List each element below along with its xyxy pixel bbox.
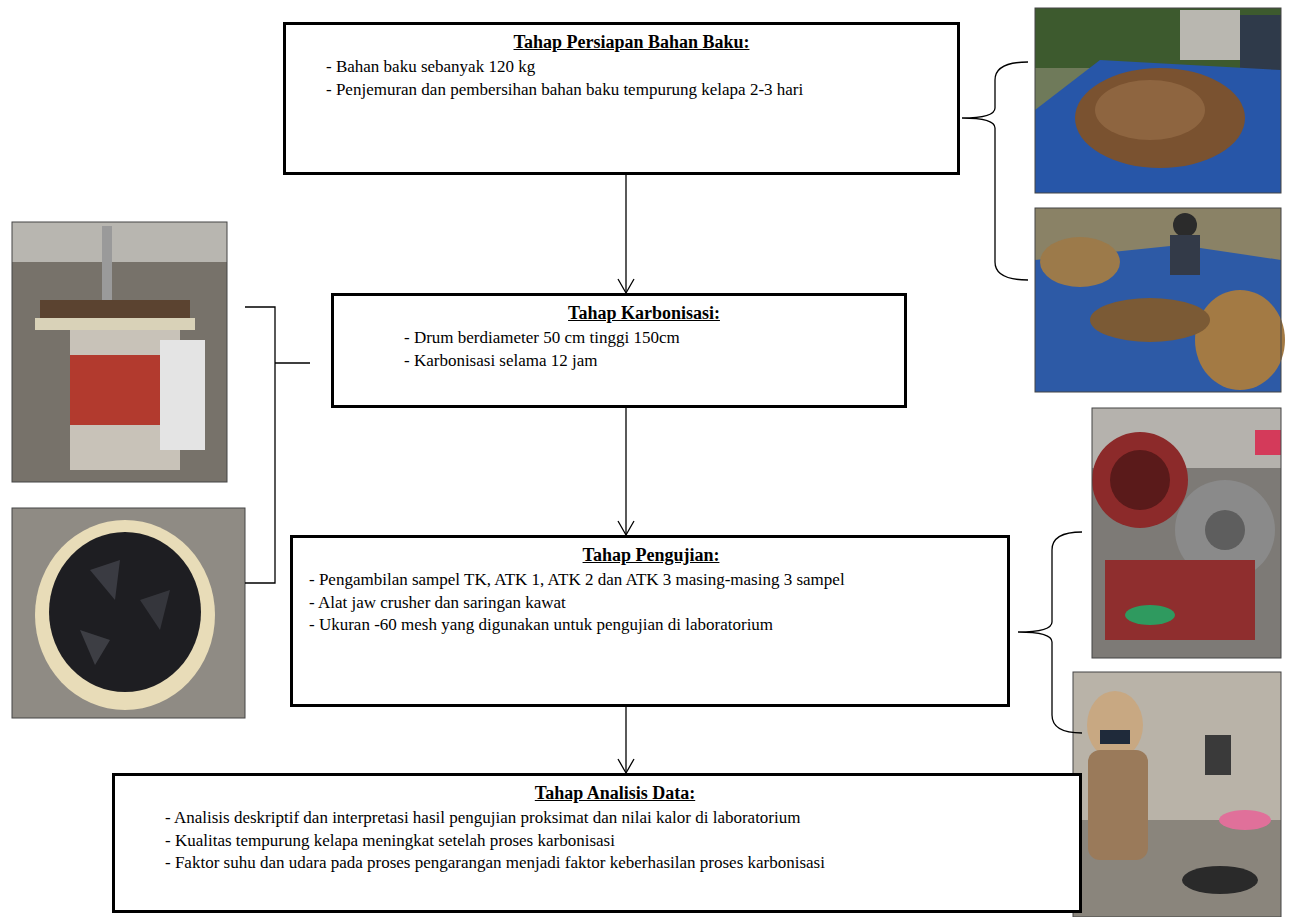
flow-arrow [618,707,634,773]
bullet-text: - Kualitas tempurung kelapa meningkat se… [165,830,1065,852]
flow-arrow [618,175,634,293]
bullet-text: - Drum berdiameter 50 cm tinggi 150cm [404,327,884,349]
photo-cleaning [1035,208,1285,392]
bullet-text: - Pengambilan sampel TK, ATK 1, ATK 2 da… [309,569,993,591]
stage-heading: Tahap Karbonisasi: [404,302,884,325]
photo-drum [12,222,227,482]
bullet-text: - Ukuran -60 mesh yang digunakan untuk p… [309,614,993,636]
bullet-text: - Karbonisasi selama 12 jam [404,350,884,372]
process-box: Tahap Persiapan Bahan Baku:- Bahan baku … [283,22,960,175]
photo-charcoal [12,508,245,718]
stage-heading: Tahap Persiapan Bahan Baku: [326,31,937,54]
stage-heading: Tahap Pengujian: [309,544,993,567]
bracket [1018,532,1082,733]
photo-jaw-crusher [1092,408,1281,658]
photo-drying [1035,8,1281,193]
bracket [962,62,1028,280]
process-box: Tahap Karbonisasi:- Drum berdiameter 50 … [331,293,907,408]
flow-arrow [618,408,634,535]
bullet-text: - Alat jaw crusher dan saringan kawat [309,592,993,614]
bullet-text: - Analisis deskriptif dan interpretasi h… [165,807,1065,829]
process-box: Tahap Analisis Data:- Analisis deskripti… [112,773,1082,913]
bullet-text: - Faktor suhu dan udara pada proses peng… [165,852,1065,874]
stage-heading: Tahap Analisis Data: [165,782,1065,805]
bullet-text: - Penjemuran dan pembersihan bahan baku … [326,79,937,101]
process-box: Tahap Pengujian:- Pengambilan sampel TK,… [290,535,1010,707]
bullet-text: - Bahan baku sebanyak 120 kg [326,56,937,78]
photo-sieving [1073,672,1281,917]
